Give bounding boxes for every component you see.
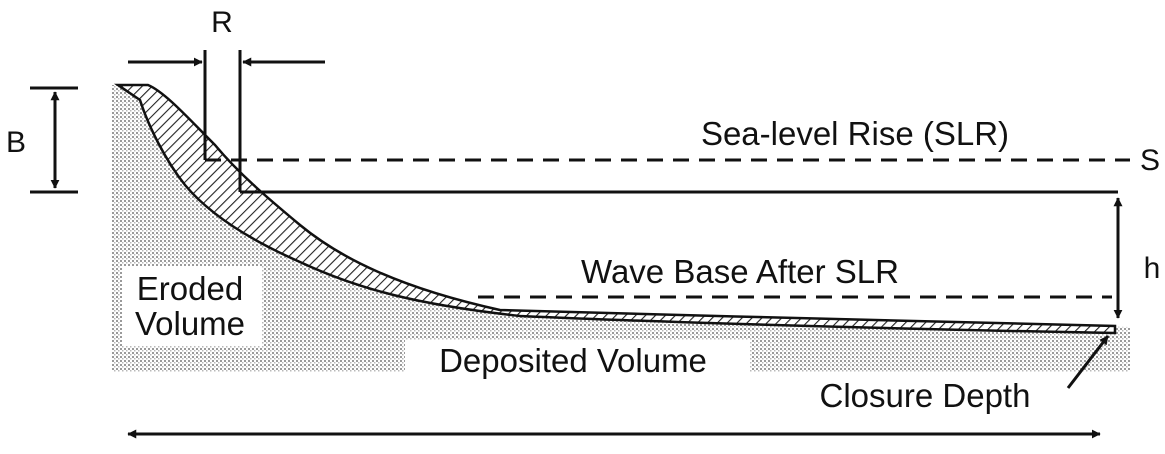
deposited-label: Deposited Volume bbox=[439, 342, 707, 379]
eroded-label-line2: Volume bbox=[135, 305, 245, 342]
r-label: R bbox=[211, 6, 233, 39]
sediment-body bbox=[112, 85, 1130, 372]
closure-depth-pointer bbox=[1066, 335, 1110, 389]
hatched-profile-shift bbox=[113, 83, 1117, 335]
eroded-label-bg bbox=[122, 266, 262, 346]
sea-level-rise-label: Sea-level Rise (SLR) bbox=[701, 115, 1009, 152]
wave-base-label: Wave Base After SLR bbox=[581, 253, 899, 290]
closure-depth-label: Closure Depth bbox=[820, 377, 1031, 414]
b-label: B bbox=[6, 126, 26, 159]
h-label: h bbox=[1144, 252, 1161, 285]
deposited-label-bg bbox=[405, 340, 750, 380]
s-label: S bbox=[1140, 144, 1160, 177]
eroded-label-line1: Eroded bbox=[137, 270, 243, 307]
